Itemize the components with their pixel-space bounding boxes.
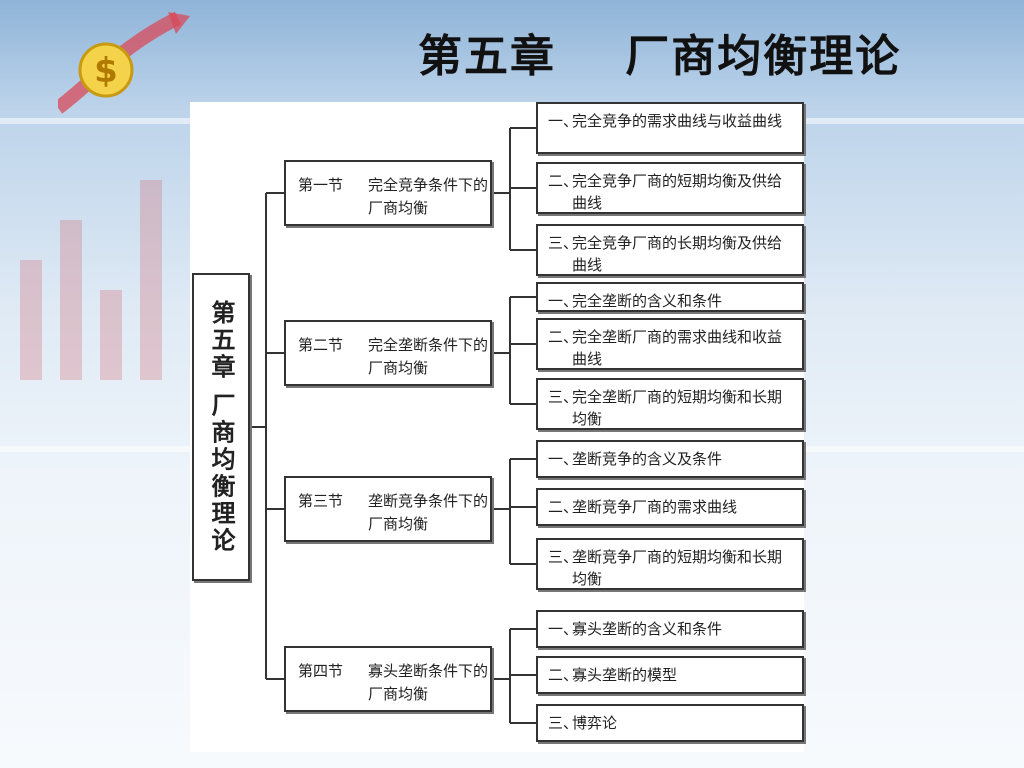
subtopic-text: 完全竞争厂商的长期均衡及供给曲线: [572, 234, 783, 274]
subtopic-marker: 二、: [548, 328, 579, 346]
section-node-4: 第四节 寡头垄断条件下的厂商均衡: [284, 646, 492, 712]
section-number: 第一节: [298, 176, 344, 194]
subtopic-text: 寡头垄断的含义和条件: [572, 620, 723, 638]
subtopic-text: 完全垄断厂商的需求曲线和收益曲线: [572, 328, 783, 368]
section-title: 完全垄断条件下的厂商均衡: [368, 336, 489, 377]
subtopic-text: 完全垄断厂商的短期均衡和长期均衡: [572, 388, 783, 428]
section-number: 第四节: [298, 662, 344, 680]
dollar-logo-icon: $: [58, 11, 190, 114]
section-title: 完全竞争条件下的厂商均衡: [368, 176, 489, 217]
section-number: 第三节: [298, 492, 344, 510]
section-title: 寡头垄断条件下的厂商均衡: [368, 662, 489, 703]
subtopic-node: 一、寡头垄断的含义和条件: [536, 610, 804, 648]
subtopic-marker: 一、: [548, 292, 579, 310]
subtopic-marker: 三、: [548, 388, 579, 406]
section-number: 第二节: [298, 336, 344, 354]
root-node: 第五章 厂商均衡理论: [192, 273, 250, 581]
subtopic-node: 二、完全竞争厂商的短期均衡及供给曲线: [536, 162, 804, 214]
subtopic-node: 三、垄断竞争厂商的短期均衡和长期均衡: [536, 538, 804, 590]
subtopic-node: 二、垄断竞争厂商的需求曲线: [536, 488, 804, 526]
subtopic-node: 三、博弈论: [536, 704, 804, 742]
subtopic-text: 博弈论: [572, 714, 618, 732]
dollar-sign: $: [94, 51, 118, 91]
subtopic-text: 完全竞争的需求曲线与收益曲线: [572, 112, 783, 130]
subtopic-marker: 一、: [548, 112, 579, 130]
subtopic-node: 二、完全垄断厂商的需求曲线和收益曲线: [536, 318, 804, 370]
section-node-1: 第一节 完全竞争条件下的厂商均衡: [284, 160, 492, 226]
subtopic-marker: 一、: [548, 450, 579, 468]
section-title: 垄断竞争条件下的厂商均衡: [368, 492, 489, 533]
subtopic-node: 三、完全垄断厂商的短期均衡和长期均衡: [536, 378, 804, 430]
root-label: 第五章 厂商均衡理论: [207, 299, 236, 555]
subtopic-node: 一、垄断竞争的含义及条件: [536, 440, 804, 478]
subtopic-text: 寡头垄断的模型: [572, 666, 678, 684]
subtopic-node: 三、完全竞争厂商的长期均衡及供给曲线: [536, 224, 804, 276]
subtopic-text: 垄断竞争厂商的需求曲线: [572, 498, 738, 516]
subtopic-text: 完全垄断的含义和条件: [572, 292, 723, 310]
subtopic-text: 垄断竞争厂商的短期均衡和长期均衡: [572, 548, 783, 588]
subtopic-node: 一、完全垄断的含义和条件: [536, 282, 804, 312]
slide-title: 第五章 厂商均衡理论: [418, 31, 902, 82]
subtopic-marker: 三、: [548, 714, 579, 732]
background-bars: [20, 120, 190, 380]
subtopic-node: 一、完全竞争的需求曲线与收益曲线: [536, 102, 804, 154]
subtopic-node: 二、寡头垄断的模型: [536, 656, 804, 694]
subtopic-marker: 二、: [548, 172, 579, 190]
subtopic-marker: 二、: [548, 498, 579, 516]
subtopic-marker: 三、: [548, 234, 579, 252]
subtopic-marker: 二、: [548, 666, 579, 684]
subtopic-text: 完全竞争厂商的短期均衡及供给曲线: [572, 172, 783, 212]
subtopic-marker: 三、: [548, 548, 579, 566]
section-node-2: 第二节 完全垄断条件下的厂商均衡: [284, 320, 492, 386]
section-node-3: 第三节 垄断竞争条件下的厂商均衡: [284, 476, 492, 542]
subtopic-text: 垄断竞争的含义及条件: [572, 450, 723, 468]
subtopic-marker: 一、: [548, 620, 579, 638]
